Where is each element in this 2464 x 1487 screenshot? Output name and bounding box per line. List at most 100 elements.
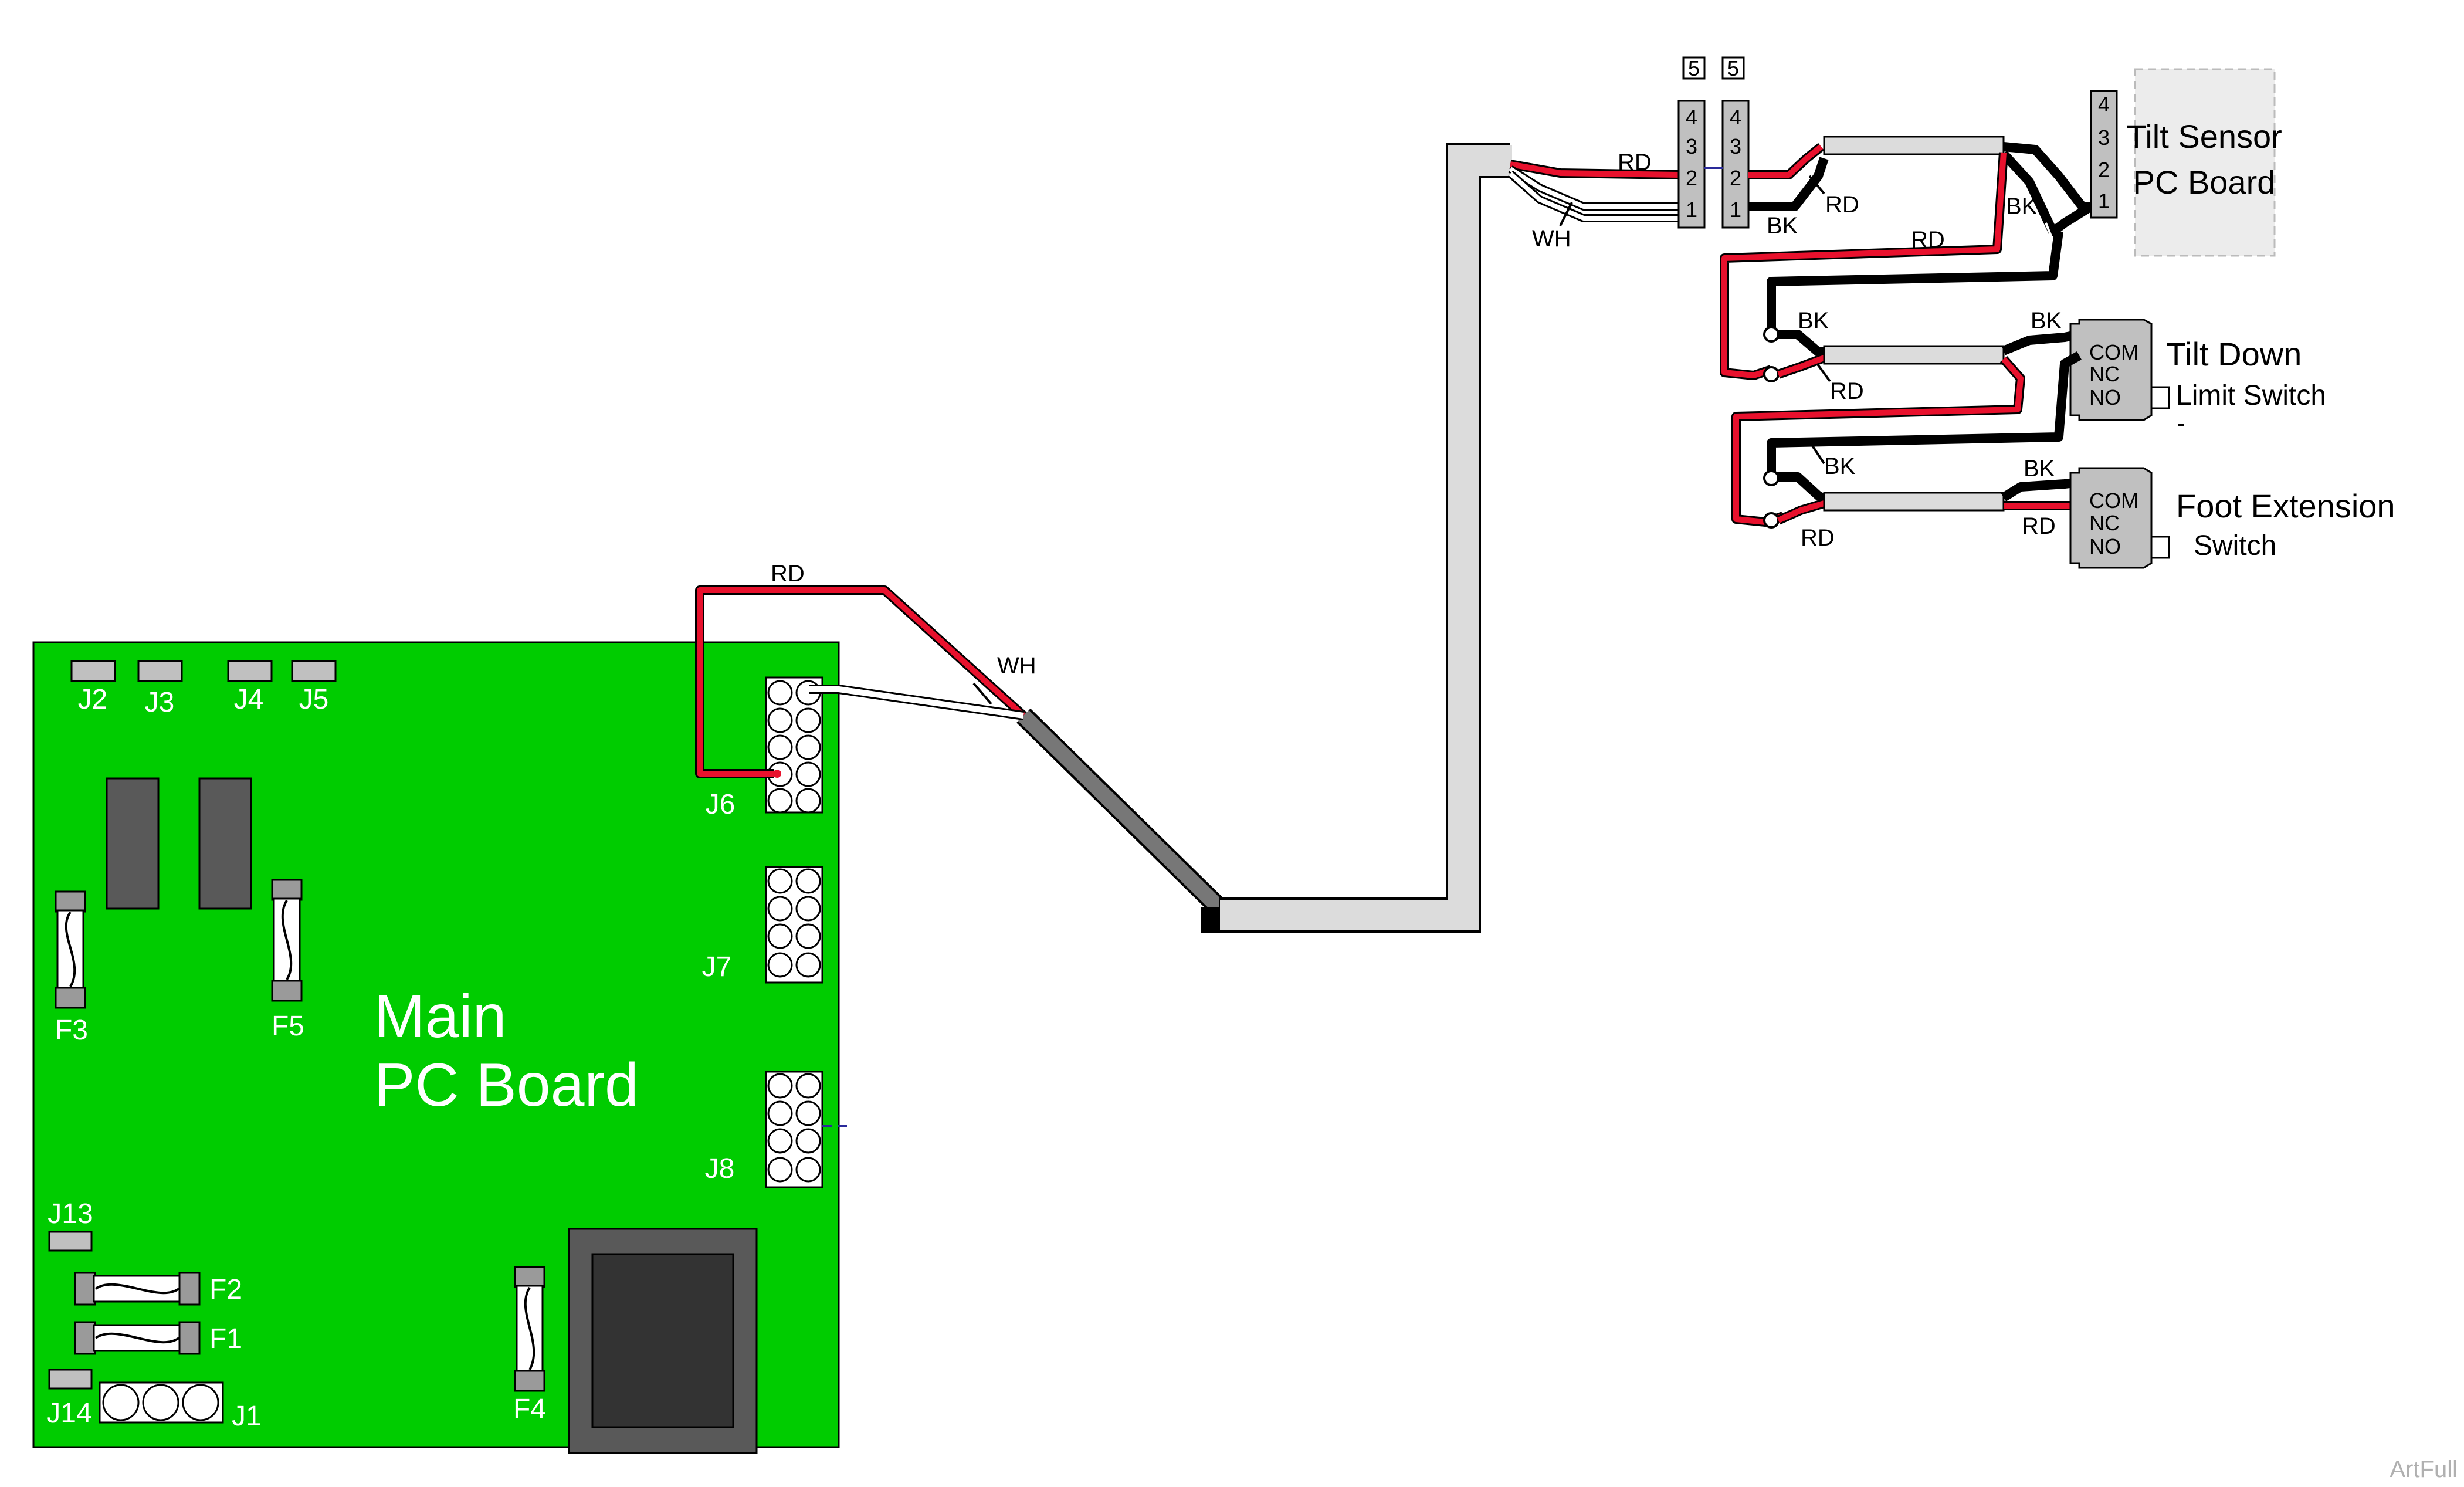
label-j5: J5 [299, 684, 329, 715]
foot-extension-subtitle: Switch [2194, 530, 2276, 561]
label-j4: J4 [234, 684, 264, 715]
plug-badge-right [1721, 56, 1745, 80]
tilt-down-mark: - [2177, 411, 2185, 436]
plug-left-pin-3: 3 [1686, 134, 1697, 158]
plug-right-pin-2: 2 [1730, 166, 1741, 190]
foot-extension-switch-body [2069, 467, 2153, 569]
wire-black-plug [1748, 157, 1829, 211]
foot-extension-terminal-nc: NC [2089, 511, 2120, 535]
tilt-down-switch-body [2069, 319, 2153, 421]
plug-right [1721, 100, 1750, 229]
wire-label-rd-plug: RD [1825, 192, 1859, 218]
tilt-down-switch: COM NC NO Tilt Down Limit Switch - [2069, 319, 2326, 436]
wire-tick-foot-bk [1811, 445, 1825, 465]
plug-left-pin-1: 1 [1686, 198, 1697, 222]
terminal-foot-rd-left [1763, 512, 1780, 529]
connector-j7 [765, 866, 823, 984]
label-f3: F3 [55, 1015, 88, 1046]
sensor-cable [1823, 136, 2005, 155]
wire-label-rd-tilt: RD [1830, 378, 1864, 404]
wire-tick-top [1559, 202, 1573, 226]
wire-label-rd-foot-left: RD [1801, 525, 1835, 551]
plug-right-pin-1: 1 [1730, 198, 1741, 222]
tilt-down-title: Tilt Down [2166, 336, 2302, 372]
wire-label-bk-foot-left: BK [1824, 453, 1856, 479]
wire-black-foot-in [1767, 351, 2082, 503]
footer-text: ArtFull [2390, 1456, 2458, 1482]
foot-extension-terminal-no: NO [2089, 534, 2121, 558]
plug-left-pin-4: 4 [1686, 105, 1697, 129]
tilt-down-cable [1823, 345, 2005, 365]
plug-badge-right-text: 5 [1727, 56, 1739, 80]
connector-j5 [291, 660, 337, 682]
label-j14: J14 [46, 1398, 91, 1429]
connector-j6 [765, 676, 823, 814]
tilt-sensor-pin-1: 1 [2098, 189, 2110, 213]
wire-label-wh-j6: WH [997, 653, 1036, 679]
wire-tick-j6 [972, 682, 992, 705]
label-j3: J3 [145, 687, 175, 718]
connector-j13 [48, 1231, 93, 1252]
wire-tick-tilt [1816, 363, 1831, 382]
foot-extension-switch-plunger [2150, 536, 2170, 559]
fuse-f1 [74, 1321, 201, 1355]
terminal-tilt-rd-left [1763, 366, 1780, 382]
terminal-tilt-bk-left [1763, 326, 1780, 343]
main-harness-cable [1016, 143, 1512, 933]
label-j1: J1 [232, 1401, 262, 1432]
tilt-sensor-pin-4: 4 [2098, 92, 2110, 116]
connector-j1 [99, 1381, 224, 1424]
wire-tick-sensor-2 [2045, 222, 2054, 241]
wire-label-bk-sensor: BK [2006, 194, 2038, 219]
fuse-f3 [55, 890, 86, 1009]
wire-red-plug [1748, 143, 1824, 179]
wire-label-bk-plug: BK [1767, 213, 1798, 239]
plug-badge-left [1682, 56, 1706, 80]
relay-chip-right [198, 777, 252, 910]
connector-j14 [48, 1369, 93, 1390]
wire-label-rd-j6: RD [771, 561, 805, 587]
main-board-title-line1: Main [374, 983, 506, 1051]
relay-chip-left [106, 777, 160, 910]
label-f5: F5 [272, 1011, 304, 1042]
connector-j3 [137, 660, 183, 682]
plug-right-pin-4: 4 [1730, 105, 1741, 129]
wire-label-bk-tilt-right: BK [2031, 308, 2062, 334]
label-j2: J2 [78, 684, 108, 715]
tilt-down-switch-plunger [2150, 386, 2170, 409]
wire-label-wh-top: WH [1532, 226, 1571, 252]
foot-extension-title: Foot Extension [2176, 487, 2395, 524]
fuse-f5 [271, 879, 303, 1002]
label-f1: F1 [209, 1323, 242, 1354]
tilt-sensor-pin-2: 2 [2098, 158, 2110, 182]
wire-red-foot-in [1776, 499, 1826, 525]
fuse-f4 [514, 1266, 545, 1392]
foot-extension-switch: COM NC NO Foot Extension Switch [2069, 467, 2395, 569]
wire-black-tilt [1767, 231, 2063, 357]
wire-white-top [1507, 165, 1679, 222]
tilt-sensor-header [2090, 90, 2118, 219]
connector-j4 [227, 660, 273, 682]
wire-red-top [1509, 160, 1679, 179]
connector-j2 [70, 660, 116, 682]
terminal-foot-bk-left [1763, 470, 1780, 486]
plug-right-pin-3: 3 [1730, 134, 1741, 158]
label-f2: F2 [209, 1274, 242, 1305]
plug-badge-left-text: 5 [1688, 56, 1700, 80]
wire-label-bk-foot-right: BK [2024, 456, 2055, 482]
tilt-sensor-pin-3: 3 [2098, 126, 2110, 150]
label-f4: F4 [513, 1394, 546, 1425]
wire-red-tilt-in [1777, 353, 1826, 379]
tilt-down-subtitle: Limit Switch [2176, 380, 2326, 411]
label-j8: J8 [705, 1153, 735, 1184]
tilt-sensor-board: 4 3 2 1 Tilt Sensor PC Board [2090, 68, 2282, 257]
foot-extension-cable [1823, 492, 2005, 512]
wire-label-rd-foot-right: RD [2022, 513, 2056, 539]
wire-white-j6 [809, 685, 1025, 720]
plug-left [1677, 100, 1706, 229]
tilt-down-terminal-nc: NC [2089, 362, 2120, 386]
wire-red-j6 [695, 585, 1027, 778]
wire-black-tilt-out [2001, 330, 2080, 355]
tilt-sensor-title-line2: PC Board [2133, 164, 2276, 201]
